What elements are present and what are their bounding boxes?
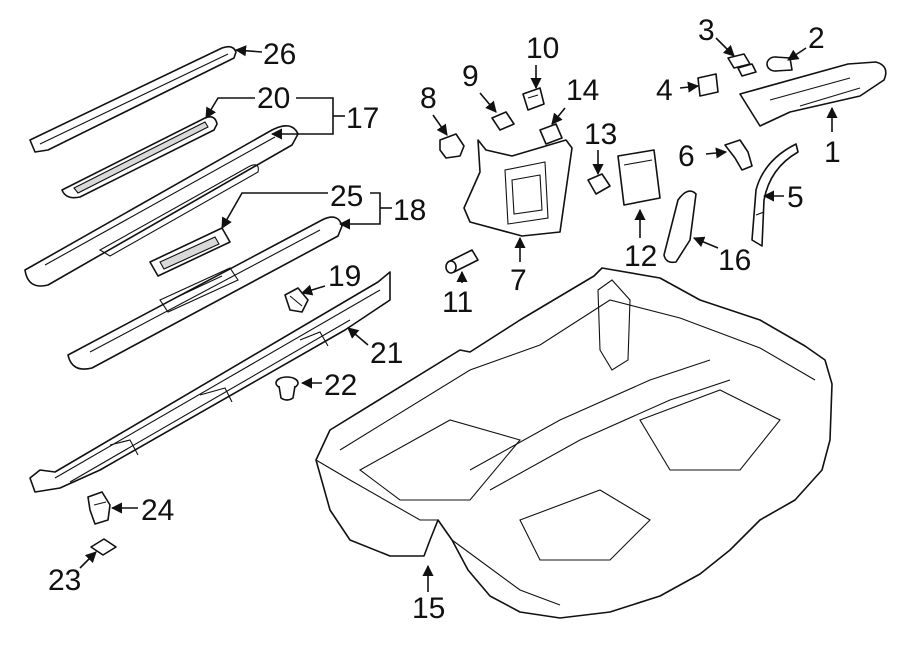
callout-1: 1: [824, 136, 841, 169]
part-10-clip[interactable]: [522, 87, 545, 111]
part-26-sill-strip[interactable]: [29, 45, 237, 153]
part-24-clip[interactable]: [87, 491, 111, 525]
callout-14: 14: [566, 74, 599, 107]
callout-15: 15: [412, 592, 445, 625]
part-12-placard[interactable]: [617, 149, 661, 206]
part-7-trim-panel[interactable]: [463, 139, 573, 237]
part-17-sill-panel[interactable]: [24, 125, 299, 287]
part-1-cowl-trim[interactable]: [739, 61, 887, 127]
callout-labels: 26 20 17 25 18 19 21 22 24 23 8 9 10 14 …: [48, 14, 841, 625]
callout-3: 3: [698, 14, 715, 47]
callout-7: 7: [510, 264, 527, 297]
part-13-clip[interactable]: [587, 173, 611, 195]
part-8-bracket[interactable]: [439, 133, 465, 159]
callout-23: 23: [48, 564, 81, 597]
callout-6: 6: [678, 140, 695, 173]
part-11-pin[interactable]: [445, 249, 479, 274]
part-23-pad[interactable]: [90, 538, 117, 556]
callout-22: 22: [324, 369, 357, 402]
callout-11: 11: [442, 286, 473, 319]
callout-17: 17: [346, 102, 379, 135]
part-3-clips[interactable]: [727, 53, 757, 77]
part-4-tag[interactable]: [697, 73, 719, 97]
callout-20: 20: [257, 82, 290, 115]
callout-18: 18: [393, 194, 426, 227]
callout-4: 4: [656, 74, 673, 107]
callout-13: 13: [584, 118, 617, 151]
part-22-grommet[interactable]: [275, 376, 299, 401]
callout-12: 12: [624, 240, 657, 273]
callout-8: 8: [420, 82, 437, 115]
callout-26: 26: [263, 38, 296, 71]
callout-24: 24: [141, 494, 174, 527]
part-15-floor-carpet[interactable]: [315, 267, 833, 619]
part-16-pillar-trim[interactable]: [663, 190, 697, 264]
callout-9: 9: [462, 60, 479, 93]
part-14-pad[interactable]: [539, 123, 563, 145]
callout-21: 21: [370, 337, 403, 370]
part-9-clip[interactable]: [491, 111, 515, 131]
callout-16: 16: [718, 244, 751, 277]
part-6-fastener[interactable]: [724, 139, 753, 171]
part-18-lower-sill-trim[interactable]: [67, 216, 343, 370]
part-21-rail[interactable]: [29, 271, 391, 493]
part-25-switch-bezel[interactable]: [149, 227, 231, 277]
callout-10: 10: [526, 32, 559, 65]
callout-2: 2: [808, 22, 825, 55]
callout-19: 19: [328, 260, 361, 293]
callout-25: 25: [330, 180, 363, 213]
callout-5: 5: [787, 181, 804, 214]
leader-lines: [79, 37, 838, 592]
